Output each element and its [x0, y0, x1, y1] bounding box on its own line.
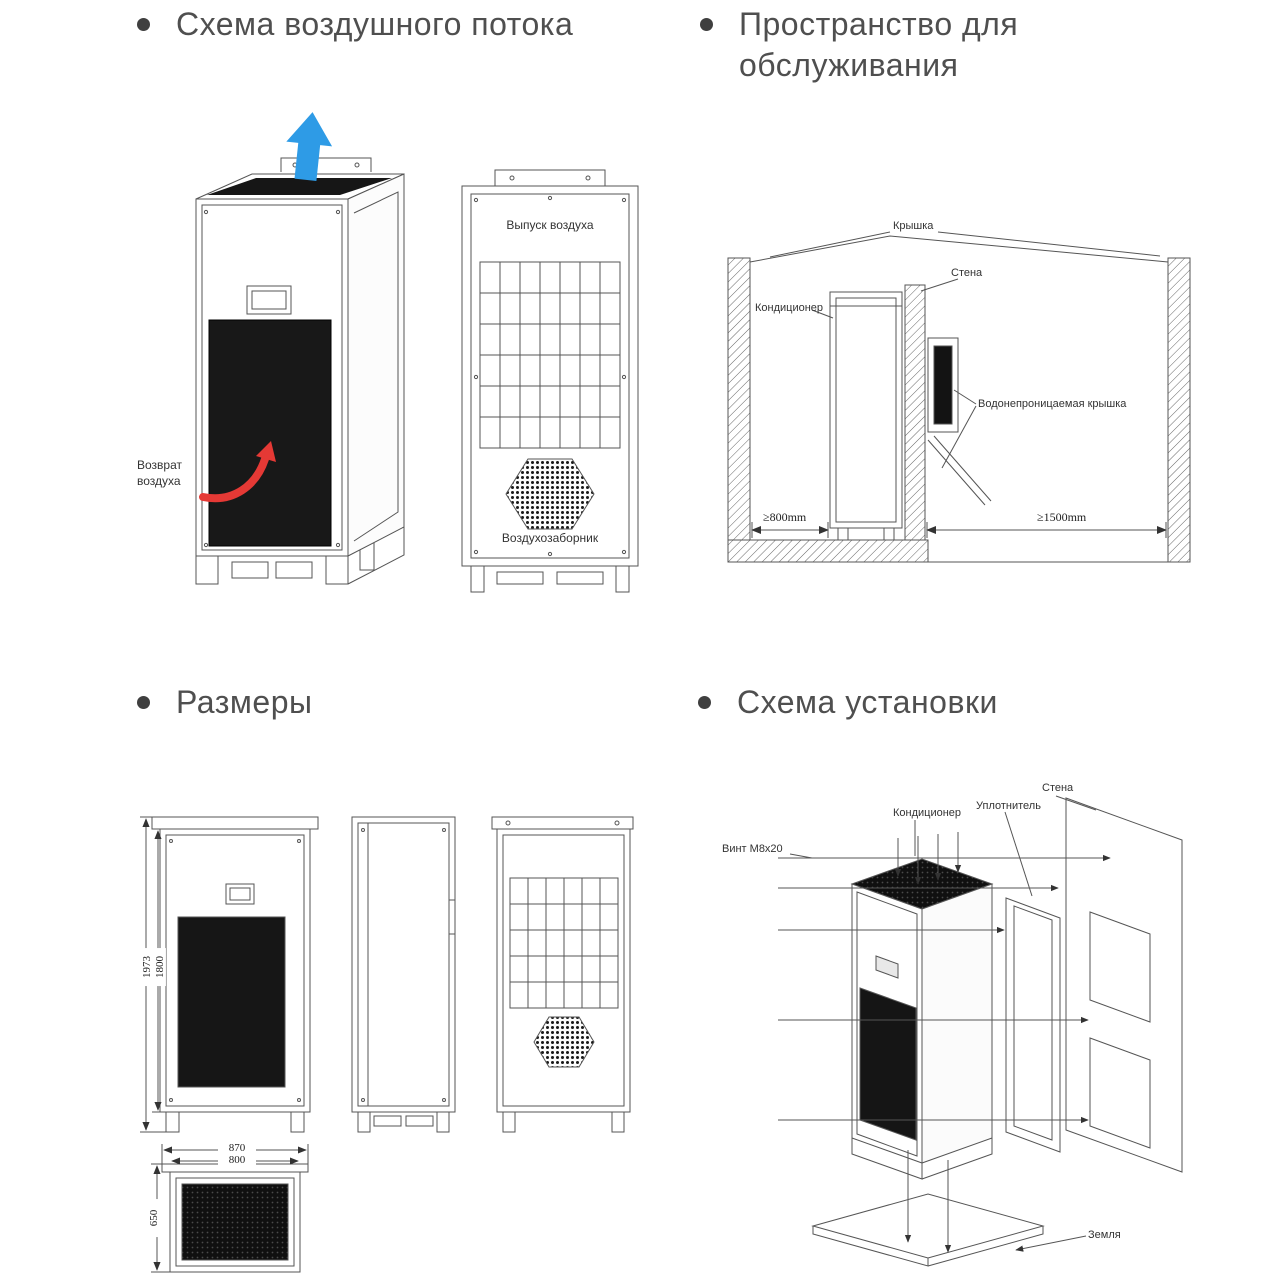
floor	[727, 539, 929, 563]
label-waterproof-cover: Водонепроницаемая крышка	[978, 398, 1127, 410]
section-header-installation: Схема установки	[698, 682, 998, 723]
left-wall	[727, 257, 751, 563]
bullet-icon	[137, 696, 150, 709]
intake-hexagon	[505, 458, 595, 530]
bullet-icon	[700, 18, 713, 31]
return-air-arrow	[199, 455, 269, 503]
dim-height-body: 1800	[153, 948, 167, 987]
top-bracket	[494, 169, 606, 186]
section-header-airflow: Схема воздушного потока	[137, 4, 573, 45]
label-conditioner: Кондиционер	[755, 302, 824, 314]
intake-hexagon	[533, 1016, 595, 1068]
front-grille	[859, 987, 917, 1141]
side-view	[351, 816, 456, 1113]
mounting-wall	[904, 284, 926, 541]
front-grille	[208, 319, 332, 547]
label-return-air: Возврат воздуха	[137, 458, 182, 488]
top-bracket	[280, 157, 372, 172]
label-screw: Винт M8x20	[722, 843, 783, 855]
label-seal: Уплотнитель	[976, 800, 1041, 812]
dim-depth: 650	[147, 1199, 161, 1238]
bullet-icon	[698, 696, 711, 709]
dim-clearance-right: ≥1500mm	[1036, 510, 1088, 525]
return-air-arrowhead	[256, 441, 276, 462]
section-title-service-space: Пространство для обслуживания	[739, 6, 1019, 83]
ground-plate	[811, 1193, 1045, 1259]
label-conditioner: Кондиционер	[893, 807, 962, 819]
bullet-icon	[137, 18, 150, 31]
top-grille	[181, 1183, 289, 1261]
airflow-diagram	[195, 112, 639, 593]
section-title-dimensions: Размеры	[176, 684, 313, 720]
label-air-outlet: Выпуск воздуха	[506, 218, 594, 232]
section-header-dimensions: Размеры	[137, 682, 312, 723]
air-outlet-arrow	[286, 112, 333, 181]
dim-width-total: 870	[218, 1142, 256, 1155]
dim-width-body: 800	[218, 1154, 256, 1167]
label-wall: Стена	[1042, 782, 1074, 794]
outlet-grid	[479, 261, 621, 449]
section-title-airflow: Схема воздушного потока	[176, 6, 574, 42]
roof-cover	[749, 235, 1169, 263]
display-panel	[875, 955, 899, 979]
label-ground: Земля	[1088, 1229, 1121, 1241]
cabinet-side	[921, 883, 993, 1164]
dim-clearance-left: ≥800mm	[762, 510, 808, 525]
display-panel	[246, 285, 292, 315]
section-header-service-space: Пространство для обслуживания	[700, 4, 1079, 86]
cabinet-side-face	[347, 173, 405, 557]
outlet-grid	[509, 877, 619, 1009]
screw-lines	[778, 854, 1111, 1124]
conditioner-unit	[829, 291, 903, 529]
section-title-installation: Схема установки	[737, 684, 998, 720]
service-space-diagram	[727, 231, 1191, 563]
grid-view-bracket	[491, 816, 634, 830]
label-cover: Крышка	[893, 220, 934, 232]
installation-diagram	[778, 795, 1183, 1267]
front-view-bracket	[151, 816, 319, 830]
right-wall	[1167, 257, 1191, 563]
drain-pipe	[927, 435, 992, 506]
cabinet-base	[851, 1138, 993, 1180]
label-air-intake: Воздухозаборник	[501, 531, 599, 545]
dimensions-diagram	[140, 816, 634, 1273]
front-grille	[177, 916, 286, 1088]
dim-height-total: 1973	[140, 948, 154, 987]
seal-frame	[1005, 897, 1061, 1153]
label-wall: Стена	[951, 267, 983, 279]
